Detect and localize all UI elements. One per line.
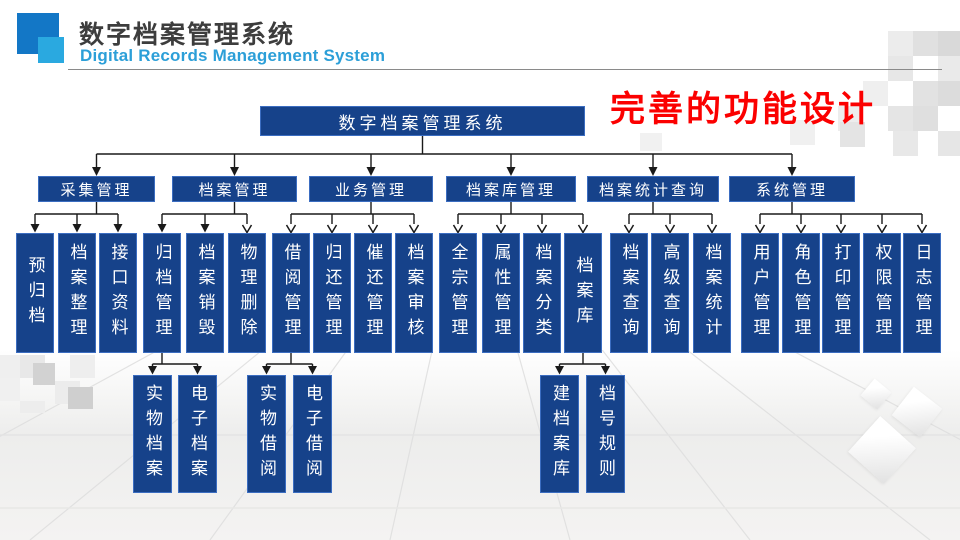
node-b0-c0: 预归档 [16, 233, 54, 353]
node-b1: 档案管理 [172, 176, 297, 202]
mosaic-square [840, 122, 865, 147]
node-b3-c2: 档案分类 [523, 233, 561, 353]
node-b1-c2: 物理删除 [228, 233, 266, 353]
node-b5-c0: 用户管理 [741, 233, 779, 353]
mosaic-square [893, 131, 918, 156]
mosaic-square [938, 81, 960, 106]
node-b0: 采集管理 [38, 176, 155, 202]
node-b2-c2: 催还管理 [354, 233, 392, 353]
node-b3-c3-g0: 建档案库 [540, 375, 579, 493]
page-subtitle: Digital Records Management System [80, 46, 386, 65]
mosaic-square [913, 106, 938, 131]
mosaic-square [20, 401, 45, 413]
node-b5-c1: 角色管理 [782, 233, 820, 353]
mosaic-square [913, 31, 938, 56]
node-b0-c2: 接口资料 [99, 233, 137, 353]
node-b3: 档案库管理 [446, 176, 576, 202]
node-b2-c0-g0: 实物借阅 [247, 375, 286, 493]
mosaic-square [888, 31, 913, 56]
mosaic-square [0, 378, 20, 401]
node-b3-c3-g1: 档号规则 [586, 375, 625, 493]
node-b3-c3: 档案库 [564, 233, 602, 353]
mosaic-square [888, 106, 913, 131]
node-root: 数字档案管理系统 [260, 106, 585, 136]
mosaic-square [790, 120, 815, 145]
mosaic-square [938, 56, 960, 81]
node-b2-c0: 借阅管理 [272, 233, 310, 353]
mosaic-square [640, 133, 662, 151]
node-b4-c2: 档案统计 [693, 233, 731, 353]
mosaic-square [938, 31, 960, 56]
node-b1-c0-g1: 电子档案 [178, 375, 217, 493]
logo-front-square [38, 37, 64, 63]
node-b1-c0: 归档管理 [143, 233, 181, 353]
node-b2-c3: 档案审核 [395, 233, 433, 353]
node-b2-c0-g1: 电子借阅 [293, 375, 332, 493]
node-b4-c1: 高级查询 [651, 233, 689, 353]
node-b5: 系统管理 [729, 176, 855, 202]
node-b3-c1: 属性管理 [482, 233, 520, 353]
node-b5-c2: 打印管理 [822, 233, 860, 353]
node-b4-c0: 档案查询 [610, 233, 648, 353]
node-b2: 业务管理 [309, 176, 433, 202]
mosaic-square [70, 355, 95, 378]
mosaic-square [68, 387, 93, 409]
node-b3-c0: 全宗管理 [439, 233, 477, 353]
mosaic-square [863, 81, 888, 106]
page-title: 数字档案管理系统 [79, 21, 296, 49]
node-b1-c1: 档案销毁 [186, 233, 224, 353]
node-b5-c3: 权限管理 [863, 233, 901, 353]
mosaic-square [888, 56, 913, 81]
node-b2-c1: 归还管理 [313, 233, 351, 353]
mosaic-square [0, 355, 20, 378]
node-b0-c1: 档案整理 [58, 233, 96, 353]
node-b5-c4: 日志管理 [903, 233, 941, 353]
slide-heading: 完善的功能设计 [610, 90, 877, 129]
header-divider [68, 69, 942, 70]
mosaic-square [938, 131, 960, 156]
node-b4: 档案统计查询 [587, 176, 719, 202]
node-b1-c0-g0: 实物档案 [133, 375, 172, 493]
mosaic-square [913, 81, 938, 106]
arrowheads-open [241, 224, 928, 234]
mosaic-square [33, 363, 55, 385]
